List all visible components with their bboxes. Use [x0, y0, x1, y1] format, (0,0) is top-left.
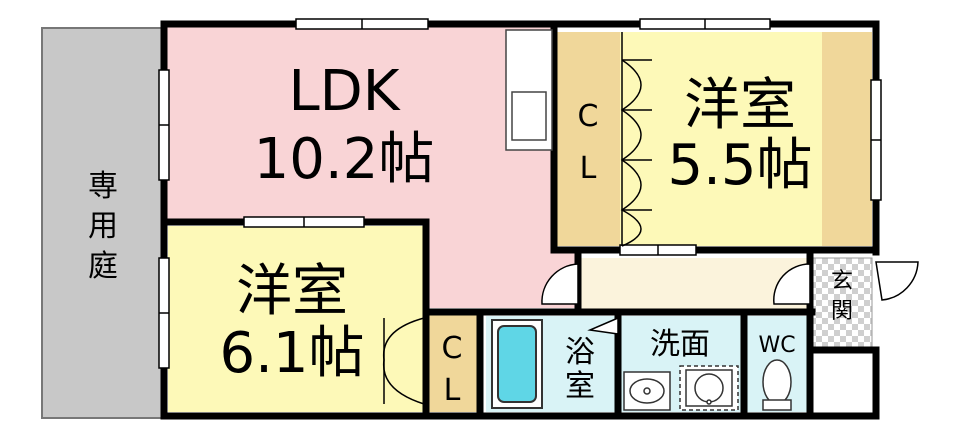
ldk-room: [164, 26, 578, 308]
closet-lower-line2: L: [444, 373, 461, 408]
garden-line2: 用: [88, 209, 118, 244]
western-room-6-1: [168, 226, 426, 412]
closet-upper-doors: [620, 32, 652, 247]
western-room-5-5-strip: [822, 32, 872, 246]
western-6-1-label: 洋室: [236, 259, 348, 324]
bath-line1: 浴: [565, 335, 595, 370]
washing-machine: [679, 365, 739, 411]
entrance-line2: 関: [831, 299, 853, 324]
closet-lower-line1: C: [442, 331, 463, 366]
closet-upper-line1: C: [578, 99, 599, 134]
ldk-label: LDK: [288, 59, 400, 124]
wc-label: WC: [758, 333, 795, 358]
garden-line3: 庭: [88, 249, 118, 284]
ldk-size: 10.2帖: [254, 127, 435, 192]
hallway-area: [578, 258, 810, 310]
windows: [158, 18, 882, 369]
closet-lower-area: [426, 314, 478, 412]
western-5-5-size: 5.5帖: [667, 133, 812, 198]
closet-lower-doors: [382, 317, 425, 405]
closet-upper-line2: L: [580, 151, 597, 186]
bath-line2: 室: [565, 369, 595, 404]
washroom-label: 洗面: [650, 327, 710, 362]
garden-line1: 専: [88, 169, 118, 204]
western-5-5-label: 洋室: [684, 73, 796, 138]
toilet: [762, 359, 792, 411]
kitchen-counter: [505, 29, 553, 151]
closet-upper-area: [556, 32, 620, 246]
wash-basin: [623, 371, 671, 411]
entrance-line1: 玄: [831, 269, 853, 294]
western-6-1-size: 6.1帖: [219, 321, 364, 386]
private-garden-area: [41, 27, 165, 419]
bathtub: [491, 319, 543, 409]
door-swings: [541, 261, 919, 335]
